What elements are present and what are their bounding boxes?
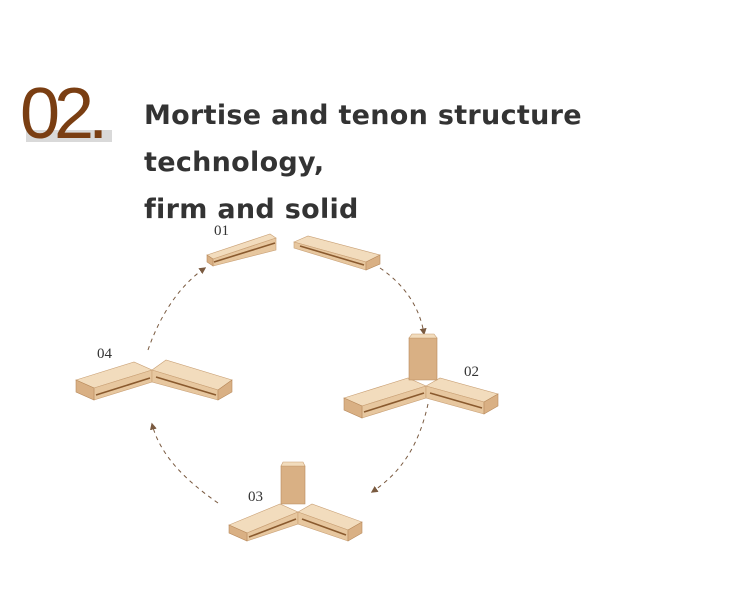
step-label-04: 04 — [97, 346, 112, 362]
wood-piece-step-01-right — [293, 235, 381, 271]
wood-piece-step-03-right — [297, 503, 363, 542]
headline: Mortise and tenon structure technology, … — [144, 92, 734, 233]
wood-piece-step-04-left — [75, 361, 153, 401]
wood-post-step-03 — [280, 461, 306, 505]
step-label-02: 02 — [464, 364, 479, 380]
cycle-arrow-04-to-01 — [147, 267, 207, 351]
step-label-03: 03 — [248, 489, 263, 505]
cycle-arrow-03-to-04 — [150, 422, 219, 504]
wood-piece-step-03-left — [228, 503, 299, 542]
cycle-arrow-02-to-03 — [370, 403, 429, 493]
headline-line-2: firm and solid — [144, 194, 359, 225]
cycle-arrow-01-to-02 — [379, 267, 427, 336]
step-label-01: 01 — [214, 223, 229, 239]
wood-piece-step-04-right — [151, 359, 233, 401]
wood-piece-step-01-left — [206, 233, 277, 267]
headline-line-1: Mortise and tenon structure technology, — [144, 100, 582, 178]
wood-piece-step-02-right — [425, 377, 499, 415]
wood-piece-step-02-left — [343, 377, 427, 419]
section-number: 02. — [20, 74, 108, 154]
wood-post-step-02 — [408, 333, 438, 381]
section-number-shadow — [26, 130, 112, 142]
